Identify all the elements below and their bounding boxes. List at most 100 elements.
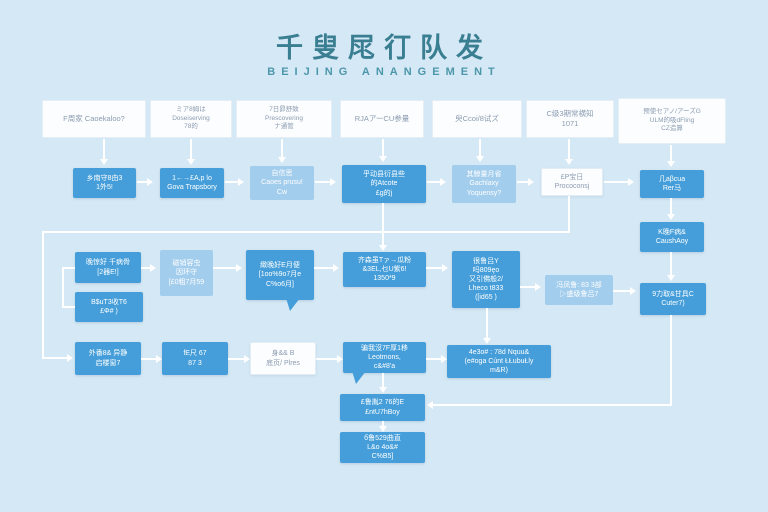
arrowhead-down-icon (483, 338, 491, 344)
top-node-7: 预使セアノ/アーズG ULM的吸dFling CZ造算 (618, 98, 726, 144)
bottom-node-1: £鲁胤2 76的E £ntU7hBoy (340, 394, 425, 421)
connector (670, 252, 672, 275)
connector (426, 267, 442, 269)
right-node-2: 9力取&甘具C Cuter7) (640, 283, 706, 315)
connector (42, 357, 67, 359)
connector (314, 267, 333, 269)
connector (427, 181, 440, 183)
connector (141, 267, 150, 269)
arrowhead-down-icon (565, 159, 573, 165)
arrowhead-down-icon (379, 245, 387, 251)
arrowhead-right-icon (628, 178, 634, 186)
connector (213, 267, 236, 269)
process-node-1: 乡南守8由3 1外5! (73, 168, 136, 198)
arrowhead-right-icon (238, 178, 244, 186)
analysis-node-5: 齐森虽Tァ→瓜粉 &3EL,乜U紫6! 1350*9 (343, 252, 426, 287)
connector (62, 267, 64, 307)
process-node-5: 其鲸量月省 Gachlaxy Yoquensy? (452, 165, 516, 203)
top-node-3: 7日昴舒致 Prescovering ナ通管 (236, 100, 332, 138)
arrowhead-right-icon (337, 355, 343, 363)
analysis-node-7: 冯凤鲁: 83 3部 ▷盛级鲁吕7 (545, 275, 613, 305)
connector (382, 373, 384, 387)
top-node-2: ミア8姆は Doseiserving 78的 (150, 100, 232, 138)
connector (604, 181, 628, 183)
arrowhead-right-icon (244, 355, 250, 363)
arrowhead-right-icon (147, 178, 153, 186)
process-node-3: 自信思 Caoes prusu! Cw (250, 166, 314, 200)
connector (433, 404, 672, 406)
arrowhead-right-icon (440, 178, 446, 186)
connector (670, 315, 672, 405)
arrowhead-right-icon (156, 355, 162, 363)
analysis-node-6: 很鲁吕Y 吗809ęo 又引佛般2/ Lheco t833 ([id65 ) (452, 251, 520, 308)
page-title: 千叟㞑㣔队发 (276, 33, 492, 63)
connector (479, 139, 481, 156)
connector (382, 203, 384, 245)
arrowhead-down-icon (278, 157, 286, 163)
connector (520, 286, 535, 288)
arrowhead-right-icon (333, 264, 339, 272)
connector (190, 139, 192, 159)
connector (137, 181, 147, 183)
analysis-node-1: 晚惊好 千病骨 [2器E!] (75, 252, 141, 283)
connector (486, 308, 488, 338)
connector (517, 181, 528, 183)
arrowhead-down-icon (379, 387, 387, 393)
work-node-4-bubble: 骗我沒7F厚1移 Leotmons, c&#8'a (343, 342, 426, 373)
connector (315, 181, 330, 183)
arrowhead-right-icon (630, 287, 636, 295)
top-node-4: RJAアーCU参量 (340, 100, 424, 138)
arrowhead-down-icon (187, 159, 195, 165)
connector (568, 139, 570, 159)
arrowhead-right-icon (528, 178, 534, 186)
arrowhead-down-icon (667, 214, 675, 220)
process-node-6: £P宝日 Prococonsj (541, 168, 603, 196)
bottom-node-2: б鲁529曲直 L&o 4o&# C%B5] (340, 432, 425, 463)
arrowhead-left-icon (427, 401, 433, 409)
page-subtitle: BEIJING ANANGEMENT (267, 66, 501, 78)
connector (62, 267, 75, 269)
arrowhead-right-icon (535, 283, 541, 291)
arrowhead-right-icon (441, 355, 447, 363)
arrowhead-right-icon (330, 178, 336, 186)
connector (141, 358, 156, 360)
top-node-6: C级3期常横知 1071 (526, 100, 614, 138)
speech-bubble-tail-icon (352, 371, 366, 384)
arrowhead-right-icon (150, 264, 156, 272)
connector (670, 145, 672, 161)
work-node-3: 身&& B 底页/ Plres (250, 342, 316, 375)
arrowhead-down-icon (379, 156, 387, 162)
arrowhead-down-icon (100, 159, 108, 165)
connector (316, 358, 337, 360)
work-node-1: 外番8& 异静 启楼窗7 (75, 342, 141, 375)
arrowhead-right-icon (236, 264, 242, 272)
process-node-4: 乎动县衍县些 的Atcote £g的j (342, 165, 426, 203)
connector (670, 198, 672, 214)
right-node-1: K晚F病& CaushAoy (640, 222, 704, 252)
work-node-2: fE尺 67 87 3 (162, 342, 228, 375)
analysis-node-3: 磁销容虫 因环守 [£0粗7月59 (160, 250, 213, 296)
connector (382, 139, 384, 156)
analysis-node-2: B$uT3收T6 £Φ# ) (75, 292, 143, 322)
connector (568, 196, 570, 232)
connector (225, 181, 238, 183)
connector (382, 421, 384, 426)
top-node-5: 臾Ccoi/8试ズ (432, 100, 522, 138)
speech-bubble-tail-icon (286, 298, 300, 311)
arrowhead-down-icon (667, 275, 675, 281)
connector (228, 358, 244, 360)
top-node-1: F周家 Caoekaloo? (42, 100, 146, 138)
arrowhead-right-icon (442, 264, 448, 272)
connector (613, 290, 630, 292)
connector (426, 358, 441, 360)
analysis-node-4-bubble: 緻晚好E月便 [1oo%9o7月e C%o6月] (246, 250, 314, 300)
connector (62, 306, 75, 308)
arrowhead-down-icon (379, 426, 387, 432)
arrowhead-down-icon (476, 156, 484, 162)
connector (281, 139, 283, 157)
process-node-7: 几aβcua Rer马 (640, 170, 704, 198)
arrowhead-down-icon (667, 161, 675, 167)
connector (103, 139, 105, 159)
work-node-5: 4e3o# : 78d Nquu& (e#oga Cúnt ŁŁubuŁly m… (447, 345, 551, 378)
connector (42, 231, 570, 233)
